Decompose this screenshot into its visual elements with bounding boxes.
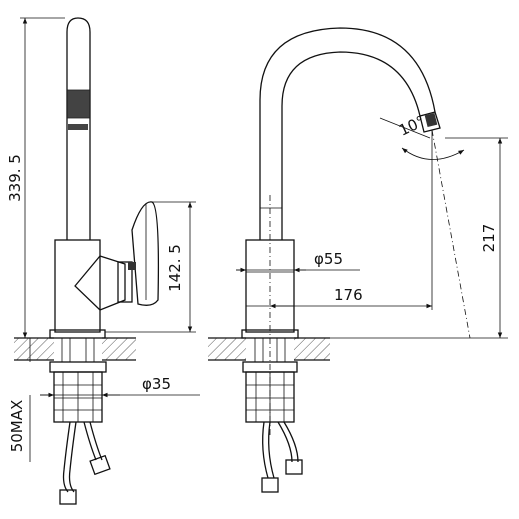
dim-shank-diameter: φ35 — [40, 375, 200, 398]
dim-reach: 176 — [270, 286, 432, 309]
dim-lever-height: 142. 5 — [105, 201, 196, 333]
front-hoses — [59, 421, 111, 505]
front-shank — [49, 337, 107, 423]
dim-total-height-label: 339. 5 — [6, 154, 24, 202]
dim-spout-angle: 10° — [379, 112, 465, 160]
dim-base-diameter-label: φ55 — [314, 250, 343, 268]
dim-max-thickness: 50MAX — [8, 338, 50, 462]
dim-reach-label: 176 — [334, 286, 363, 304]
dim-spout-height-label: 217 — [480, 224, 498, 253]
countertop-side — [208, 336, 330, 362]
dim-total-height: 339. 5 — [6, 17, 65, 339]
front-view: 339. 5 142. 5 φ35 50MAX — [6, 17, 200, 505]
dim-max-thickness-label: 50MAX — [8, 400, 26, 453]
dim-shank-diameter-label: φ35 — [142, 375, 171, 393]
dim-base-diameter: φ55 — [236, 250, 360, 273]
side-shank — [242, 337, 298, 423]
front-spout — [66, 17, 91, 240]
countertop-front — [14, 336, 136, 362]
spout-axis-line — [431, 129, 471, 339]
side-hoses — [261, 421, 303, 493]
side-view: φ55 176 217 10° — [208, 27, 508, 493]
dim-lever-height-label: 142. 5 — [166, 244, 184, 292]
dim-spout-height: 217 — [298, 137, 508, 339]
side-spout — [259, 27, 441, 240]
front-body — [49, 201, 160, 339]
